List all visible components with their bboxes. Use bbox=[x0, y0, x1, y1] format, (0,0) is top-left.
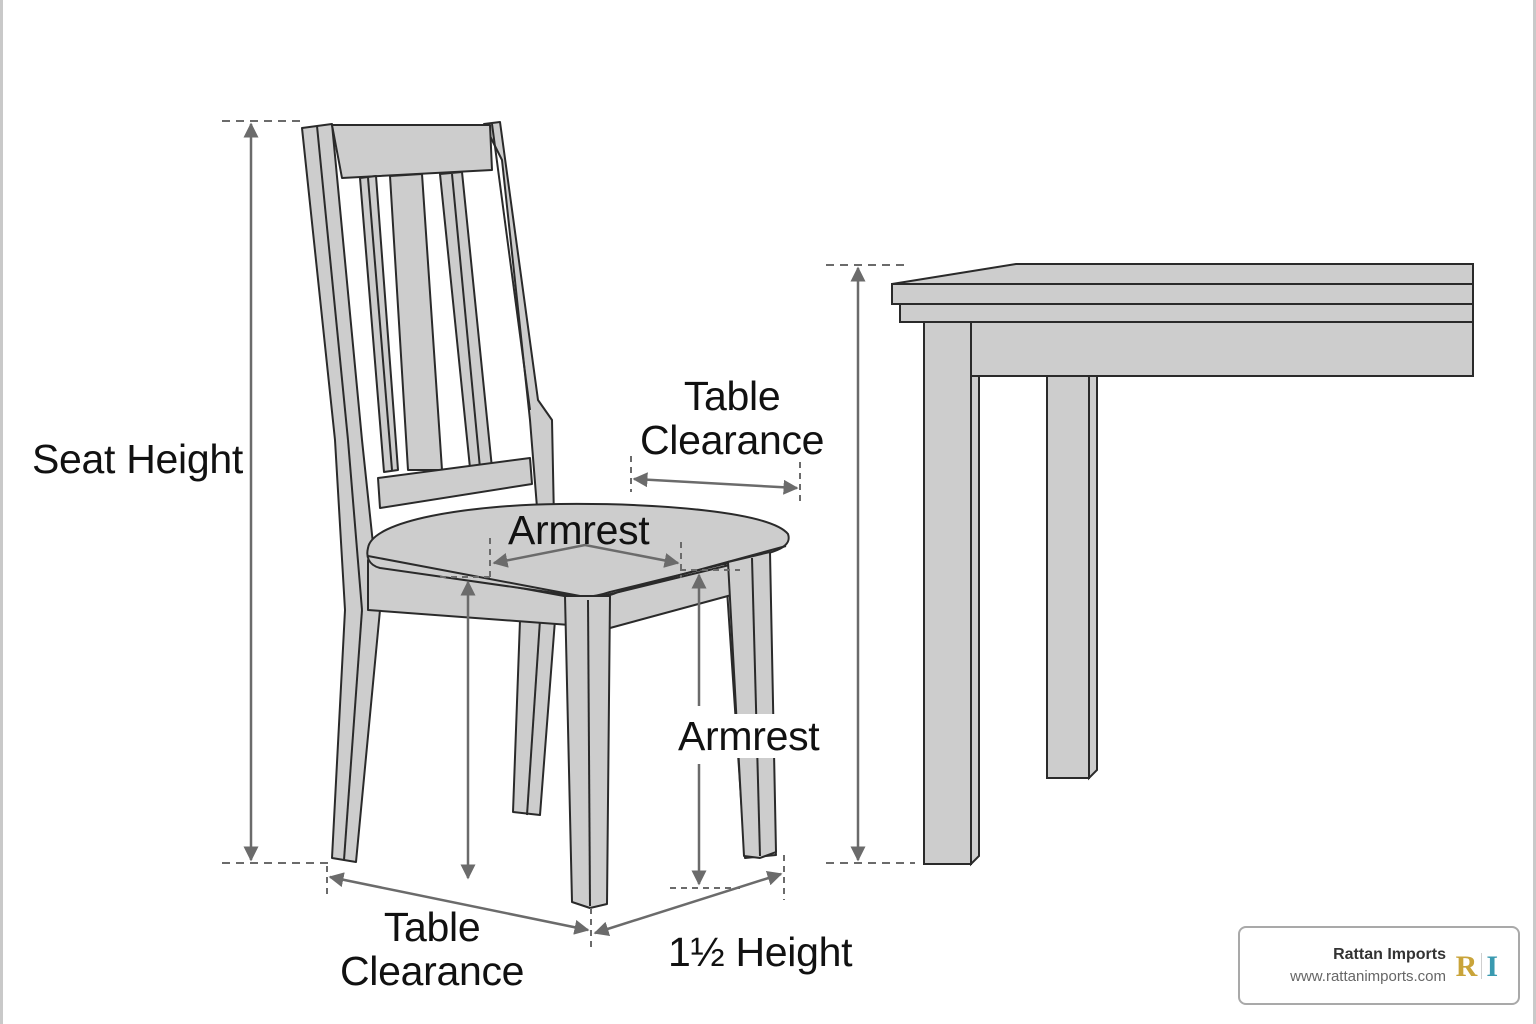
armrest-side-label: Armrest bbox=[676, 713, 822, 759]
chair-top-rail bbox=[331, 124, 493, 179]
chair-left-back-post bbox=[301, 123, 381, 863]
table-clearance-bottom-line2: Clearance bbox=[340, 948, 525, 994]
brand-text: Rattan Imports www.rattanimports.com bbox=[1290, 944, 1446, 988]
table bbox=[891, 263, 1474, 867]
table-front-leg bbox=[923, 321, 972, 865]
chair-front-right-leg bbox=[727, 551, 777, 859]
height-bottom-label: 1½ Height bbox=[668, 929, 853, 975]
table-top-underlayer bbox=[899, 303, 1474, 323]
table-apron bbox=[969, 321, 1474, 377]
chair-slat-2 bbox=[389, 173, 443, 471]
seat-height-label: Seat Height bbox=[32, 436, 243, 482]
table-clearance-bottom-label: Table Clearance bbox=[340, 905, 524, 993]
chair bbox=[301, 121, 790, 909]
logo-letter-r: R bbox=[1455, 950, 1478, 983]
armrest-width-arrow bbox=[492, 543, 680, 568]
left-frame-border bbox=[0, 0, 3, 1024]
chair-back-lower-rail bbox=[377, 457, 533, 509]
dimension-lines bbox=[222, 120, 915, 950]
table-back-leg bbox=[1046, 375, 1090, 779]
table-clearance-top-label: Table Clearance bbox=[640, 374, 824, 462]
height-bottom-arrow bbox=[593, 870, 783, 937]
armrest-seat-label: Armrest bbox=[508, 507, 650, 553]
logo-divider bbox=[1481, 953, 1483, 979]
right-frame-border bbox=[1533, 0, 1536, 1024]
table-clearance-bottom-arrow bbox=[328, 872, 590, 935]
table-clearance-top-line1: Table bbox=[683, 373, 781, 419]
table-clearance-top-arrow bbox=[632, 472, 799, 495]
brand-name: Rattan Imports bbox=[1333, 946, 1446, 963]
table-clearance-bottom-line1: Table bbox=[383, 904, 481, 950]
table-clearance-top-line2: Clearance bbox=[640, 417, 825, 463]
logo-letter-i: I bbox=[1486, 950, 1498, 983]
table-top-surface bbox=[891, 263, 1474, 285]
brand-url[interactable]: www.rattanimports.com bbox=[1290, 968, 1446, 985]
table-top-edge bbox=[891, 283, 1474, 305]
